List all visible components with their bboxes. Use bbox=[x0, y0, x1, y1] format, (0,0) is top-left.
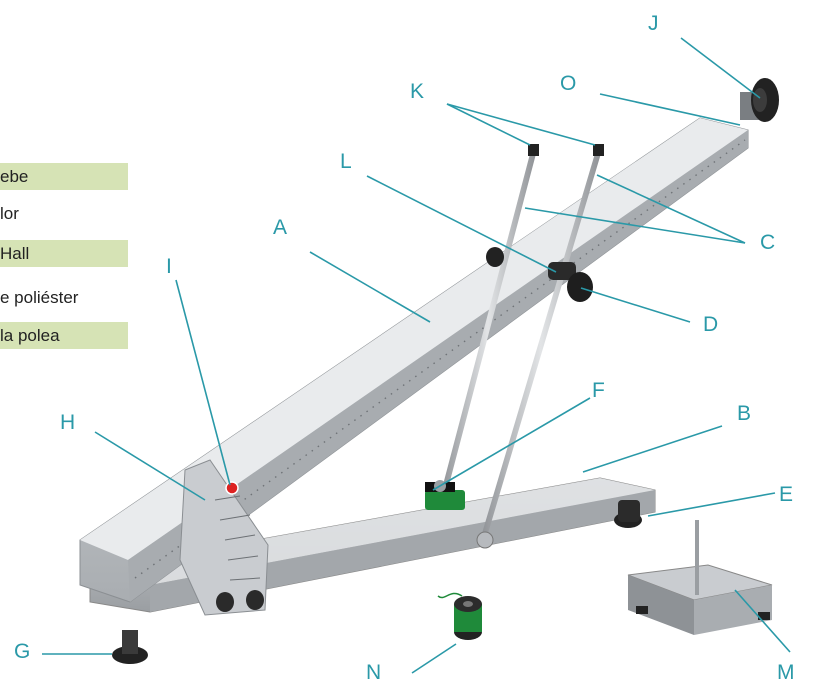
callout-o: O bbox=[560, 72, 577, 95]
rod-base-joint bbox=[476, 531, 494, 549]
inclined-plane bbox=[79, 117, 749, 603]
callout-k: K bbox=[410, 80, 425, 103]
legend-row-5: la polea bbox=[0, 322, 128, 349]
callout-d: D bbox=[703, 313, 719, 336]
callout-j: J bbox=[648, 12, 659, 35]
callout-e: E bbox=[779, 483, 794, 506]
legend-row-3-text: Hall bbox=[0, 244, 30, 263]
legend-row-4-text: e poliéster bbox=[0, 288, 79, 307]
callout-n: N bbox=[366, 661, 382, 684]
callout-c: C bbox=[760, 231, 776, 254]
weight-block bbox=[627, 520, 773, 635]
pulley bbox=[740, 78, 779, 122]
leveling-foot-e bbox=[614, 500, 642, 528]
callout-h: H bbox=[60, 411, 76, 434]
callout-l: L bbox=[340, 150, 352, 173]
angle-pivot bbox=[225, 481, 239, 495]
plane-scale-holes bbox=[134, 139, 746, 579]
legend-row-4: e poliéster bbox=[0, 284, 128, 311]
legend-row-1: ebe bbox=[0, 163, 128, 190]
callout-i: I bbox=[166, 255, 172, 278]
legend-row-2: lor bbox=[0, 200, 128, 227]
callout-a: A bbox=[273, 216, 288, 239]
legend-row-2-text: lor bbox=[0, 204, 19, 223]
callout-b: B bbox=[737, 402, 752, 425]
legend-row-3: Hall bbox=[0, 240, 128, 267]
legend-row-5-text: la polea bbox=[0, 326, 60, 345]
sensor-block bbox=[425, 480, 465, 510]
legend-row-1-text: ebe bbox=[0, 167, 29, 186]
callout-m: M bbox=[777, 661, 795, 684]
callout-f: F bbox=[592, 379, 605, 402]
wire-spool bbox=[437, 592, 482, 640]
support-rods bbox=[439, 144, 604, 540]
leveling-foot-g bbox=[112, 630, 148, 664]
clamp-knobs bbox=[486, 247, 593, 302]
leader-lines bbox=[42, 37, 791, 674]
callout-g: G bbox=[14, 640, 31, 663]
